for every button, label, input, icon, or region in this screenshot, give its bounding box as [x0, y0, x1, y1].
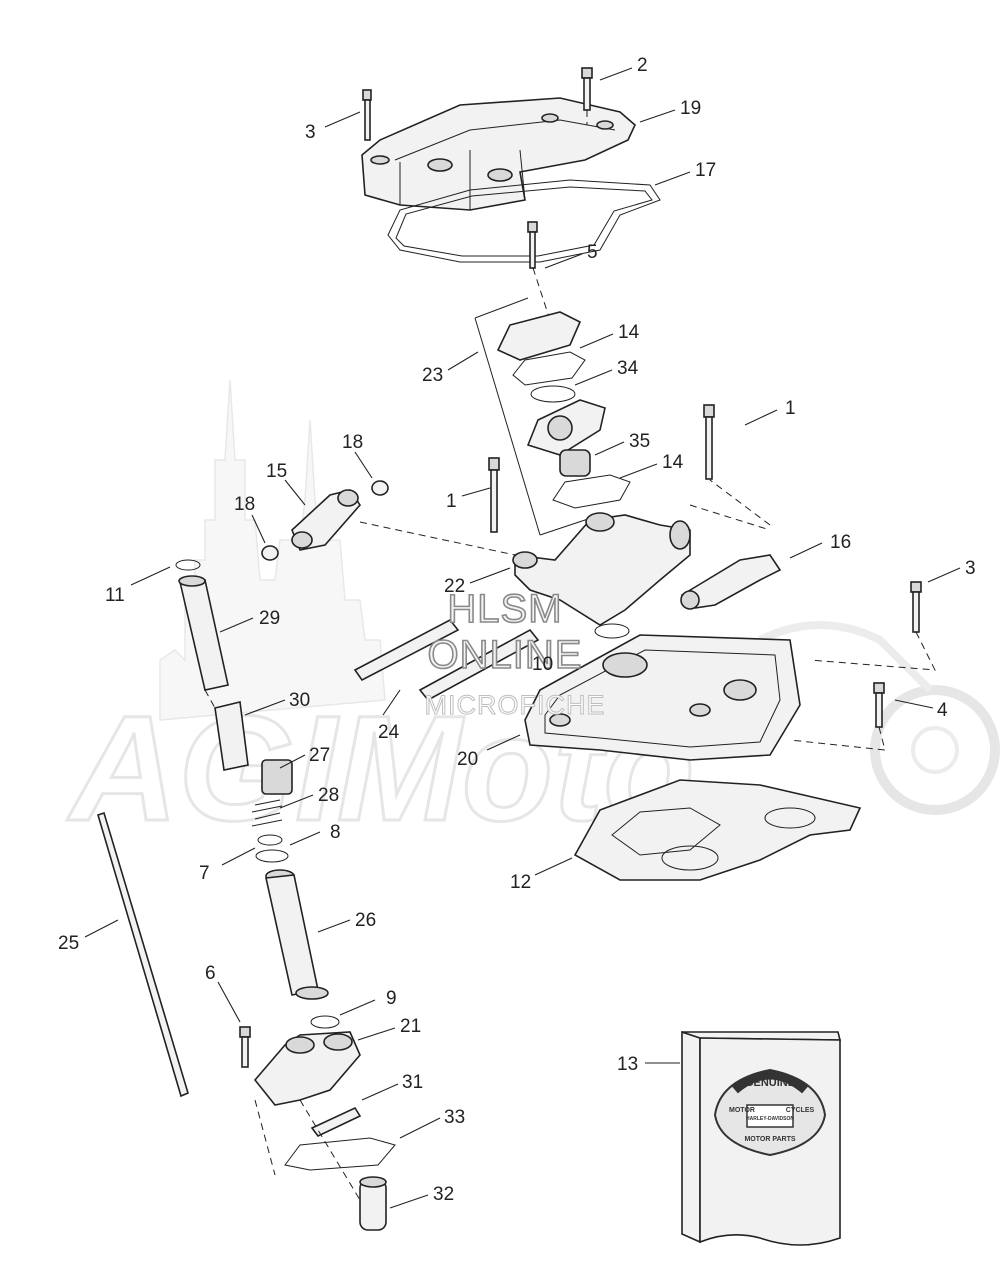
spring-28	[251, 799, 283, 827]
breather-assembly	[474, 297, 631, 536]
callout-label: 12	[510, 872, 531, 893]
gasket-33	[284, 1137, 396, 1171]
callout-label: 32	[433, 1184, 454, 1205]
callout-label: 5	[587, 242, 598, 263]
rocker-arm-15	[291, 489, 362, 551]
badge-right-text: CYCLES	[786, 1107, 815, 1114]
genuine-parts-logo: GENUINE MOTOR CYCLES HARLEY-DAVIDSON MOT…	[713, 1068, 827, 1157]
o-ring-7	[257, 834, 283, 846]
rocker-support	[512, 512, 691, 626]
rocker-arm-16	[680, 554, 782, 610]
bolt-2	[581, 67, 593, 125]
callout-labels: 2 19 3 17 5 14 23 34 1 35 14 18 15 18 1 …	[58, 55, 976, 1205]
cover-gasket	[387, 179, 661, 263]
callout-label: 2	[637, 55, 648, 76]
callout-label: 15	[266, 461, 287, 482]
callout-label: 19	[680, 98, 701, 119]
bushing-18-left	[261, 545, 279, 561]
bolt-4	[789, 682, 886, 751]
watermark-line-2: ONLINE	[428, 633, 583, 677]
watermark-text: HLSM ONLINE MICROFICHE	[424, 586, 606, 720]
callout-label: 3	[965, 558, 976, 579]
callout-label: 14	[618, 322, 640, 343]
bolt-5	[527, 221, 551, 321]
callout-label: 23	[422, 365, 443, 386]
callout-label: 22	[444, 576, 465, 597]
pin-31	[310, 1106, 362, 1138]
pushrod-cover-upper	[175, 559, 229, 691]
callout-label: 20	[457, 749, 478, 770]
pushrod-cover-middle	[214, 701, 249, 771]
base-gasket	[573, 779, 862, 881]
callout-label: 18	[234, 494, 255, 515]
callout-label: 21	[400, 1016, 421, 1037]
badge-bottom-text: MOTOR PARTS	[744, 1136, 795, 1143]
callout-label: 34	[617, 358, 639, 379]
rocker-housing	[524, 634, 801, 761]
callout-label: 9	[386, 988, 397, 1009]
o-ring-9	[310, 1015, 340, 1029]
rocker-cover	[361, 97, 636, 211]
watermark-line-1: HLSM	[447, 587, 562, 631]
callout-label: 13	[617, 1054, 638, 1075]
lifter-32	[359, 1176, 387, 1231]
callout-label: 29	[259, 608, 280, 629]
bolt-3-top	[362, 89, 372, 141]
bolt-1-left	[488, 457, 500, 533]
callout-label: 17	[695, 160, 716, 181]
callout-label: 11	[105, 585, 125, 606]
bolt-1-right	[703, 404, 715, 480]
badge-top-text: GENUINE	[745, 1077, 795, 1089]
o-ring-10	[594, 623, 630, 639]
callout-label: 28	[318, 785, 339, 806]
lifter-block-21	[253, 1031, 361, 1106]
callout-label: 4	[937, 700, 948, 721]
pushrod-cover-lower-26	[265, 869, 329, 1000]
callout-label: 33	[444, 1107, 465, 1128]
pushrod-25	[97, 811, 189, 1098]
callout-label: 3	[305, 122, 316, 143]
callout-label: 1	[446, 491, 457, 512]
badge-center-text: HARLEY-DAVIDSON	[746, 1116, 794, 1122]
callout-label: 30	[289, 690, 310, 711]
callout-label: 10	[532, 654, 553, 675]
callout-label: 31	[402, 1072, 423, 1093]
spring-cap-27	[261, 759, 293, 795]
callout-label: 8	[330, 822, 341, 843]
watermark-line-3: MICROFICHE	[425, 690, 606, 720]
callout-label: 35	[629, 431, 650, 452]
callout-label: 27	[309, 745, 330, 766]
bushing-18-top	[371, 480, 389, 496]
callout-label: 6	[205, 963, 216, 984]
callout-label: 1	[785, 398, 796, 419]
callout-label: 26	[355, 910, 376, 931]
bolt-3-right	[809, 581, 936, 671]
o-ring-8	[255, 849, 289, 863]
callout-label: 7	[199, 863, 210, 884]
callout-label: 24	[378, 722, 400, 743]
badge-left-text: MOTOR	[729, 1107, 755, 1114]
callout-label: 14	[662, 452, 684, 473]
callout-label: 18	[342, 432, 363, 453]
leader-lines	[84, 67, 961, 1209]
callout-label: 25	[58, 933, 79, 954]
parts-kit-box: GENUINE MOTOR CYCLES HARLEY-DAVIDSON MOT…	[681, 1030, 842, 1246]
callout-label: 16	[830, 532, 851, 553]
bolt-6	[239, 1026, 251, 1068]
rocker-shafts-24	[353, 618, 540, 702]
